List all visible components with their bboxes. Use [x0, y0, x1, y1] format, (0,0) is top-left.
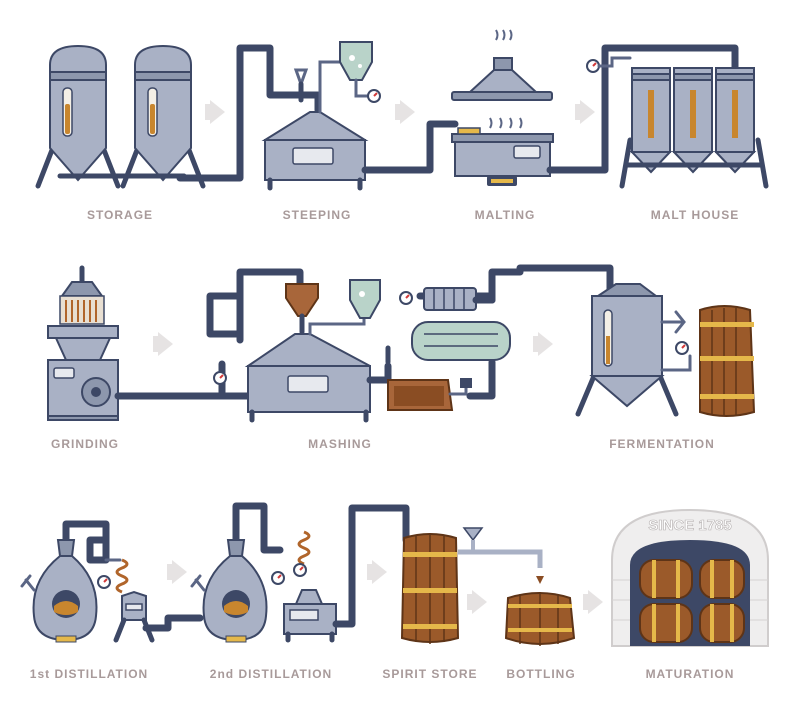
- second-still: [190, 502, 410, 643]
- arrow-7: [367, 560, 387, 584]
- label-mashing: MASHING: [308, 437, 372, 451]
- label-second-distillation: 2nd DISTILLATION: [209, 667, 333, 681]
- maturation-sign-text: SINCE 1785: [648, 517, 731, 534]
- label-fermentation: FERMENTATION: [609, 437, 715, 451]
- label-maturation: MATURATION: [645, 667, 735, 681]
- grinding-mill: [47, 265, 119, 421]
- spirit-store-barrel: [400, 527, 544, 644]
- label-first-distillation: 1st DISTILLATION: [29, 667, 149, 681]
- mashing-tun: [206, 264, 614, 423]
- arrow-5: [533, 332, 553, 356]
- fermentation-vessel: [575, 283, 692, 417]
- label-grinding: GRINDING: [51, 437, 119, 451]
- arrow-8: [467, 590, 487, 614]
- label-storage: STORAGE: [86, 208, 154, 222]
- label-malt-house: MALT HOUSE: [650, 208, 740, 222]
- label-steeping: STEEPING: [282, 208, 352, 222]
- arrow-2: [395, 100, 415, 124]
- first-still: [20, 520, 204, 643]
- malting-kiln: [451, 29, 554, 186]
- storage-silo-left: [35, 44, 121, 189]
- arrow-6: [167, 560, 187, 584]
- fermentation-barrel: [699, 305, 756, 417]
- maturation-warehouse: SINCE 1785: [611, 508, 769, 647]
- label-spirit-store: SPIRIT STORE: [382, 667, 478, 681]
- arrow-9: [583, 590, 603, 614]
- arrow-1: [205, 100, 225, 124]
- maturation-casks: [639, 559, 745, 643]
- arrow-4: [153, 332, 173, 356]
- steeping-tank: [261, 41, 381, 191]
- label-malting: MALTING: [474, 208, 536, 222]
- storage-silos: [35, 44, 206, 189]
- storage-silo-right: [120, 44, 206, 189]
- label-bottling: BOTTLING: [506, 667, 576, 681]
- malt-house-tanks: [586, 56, 769, 189]
- bottling-cask: [504, 592, 576, 646]
- arrow-3: [575, 100, 595, 124]
